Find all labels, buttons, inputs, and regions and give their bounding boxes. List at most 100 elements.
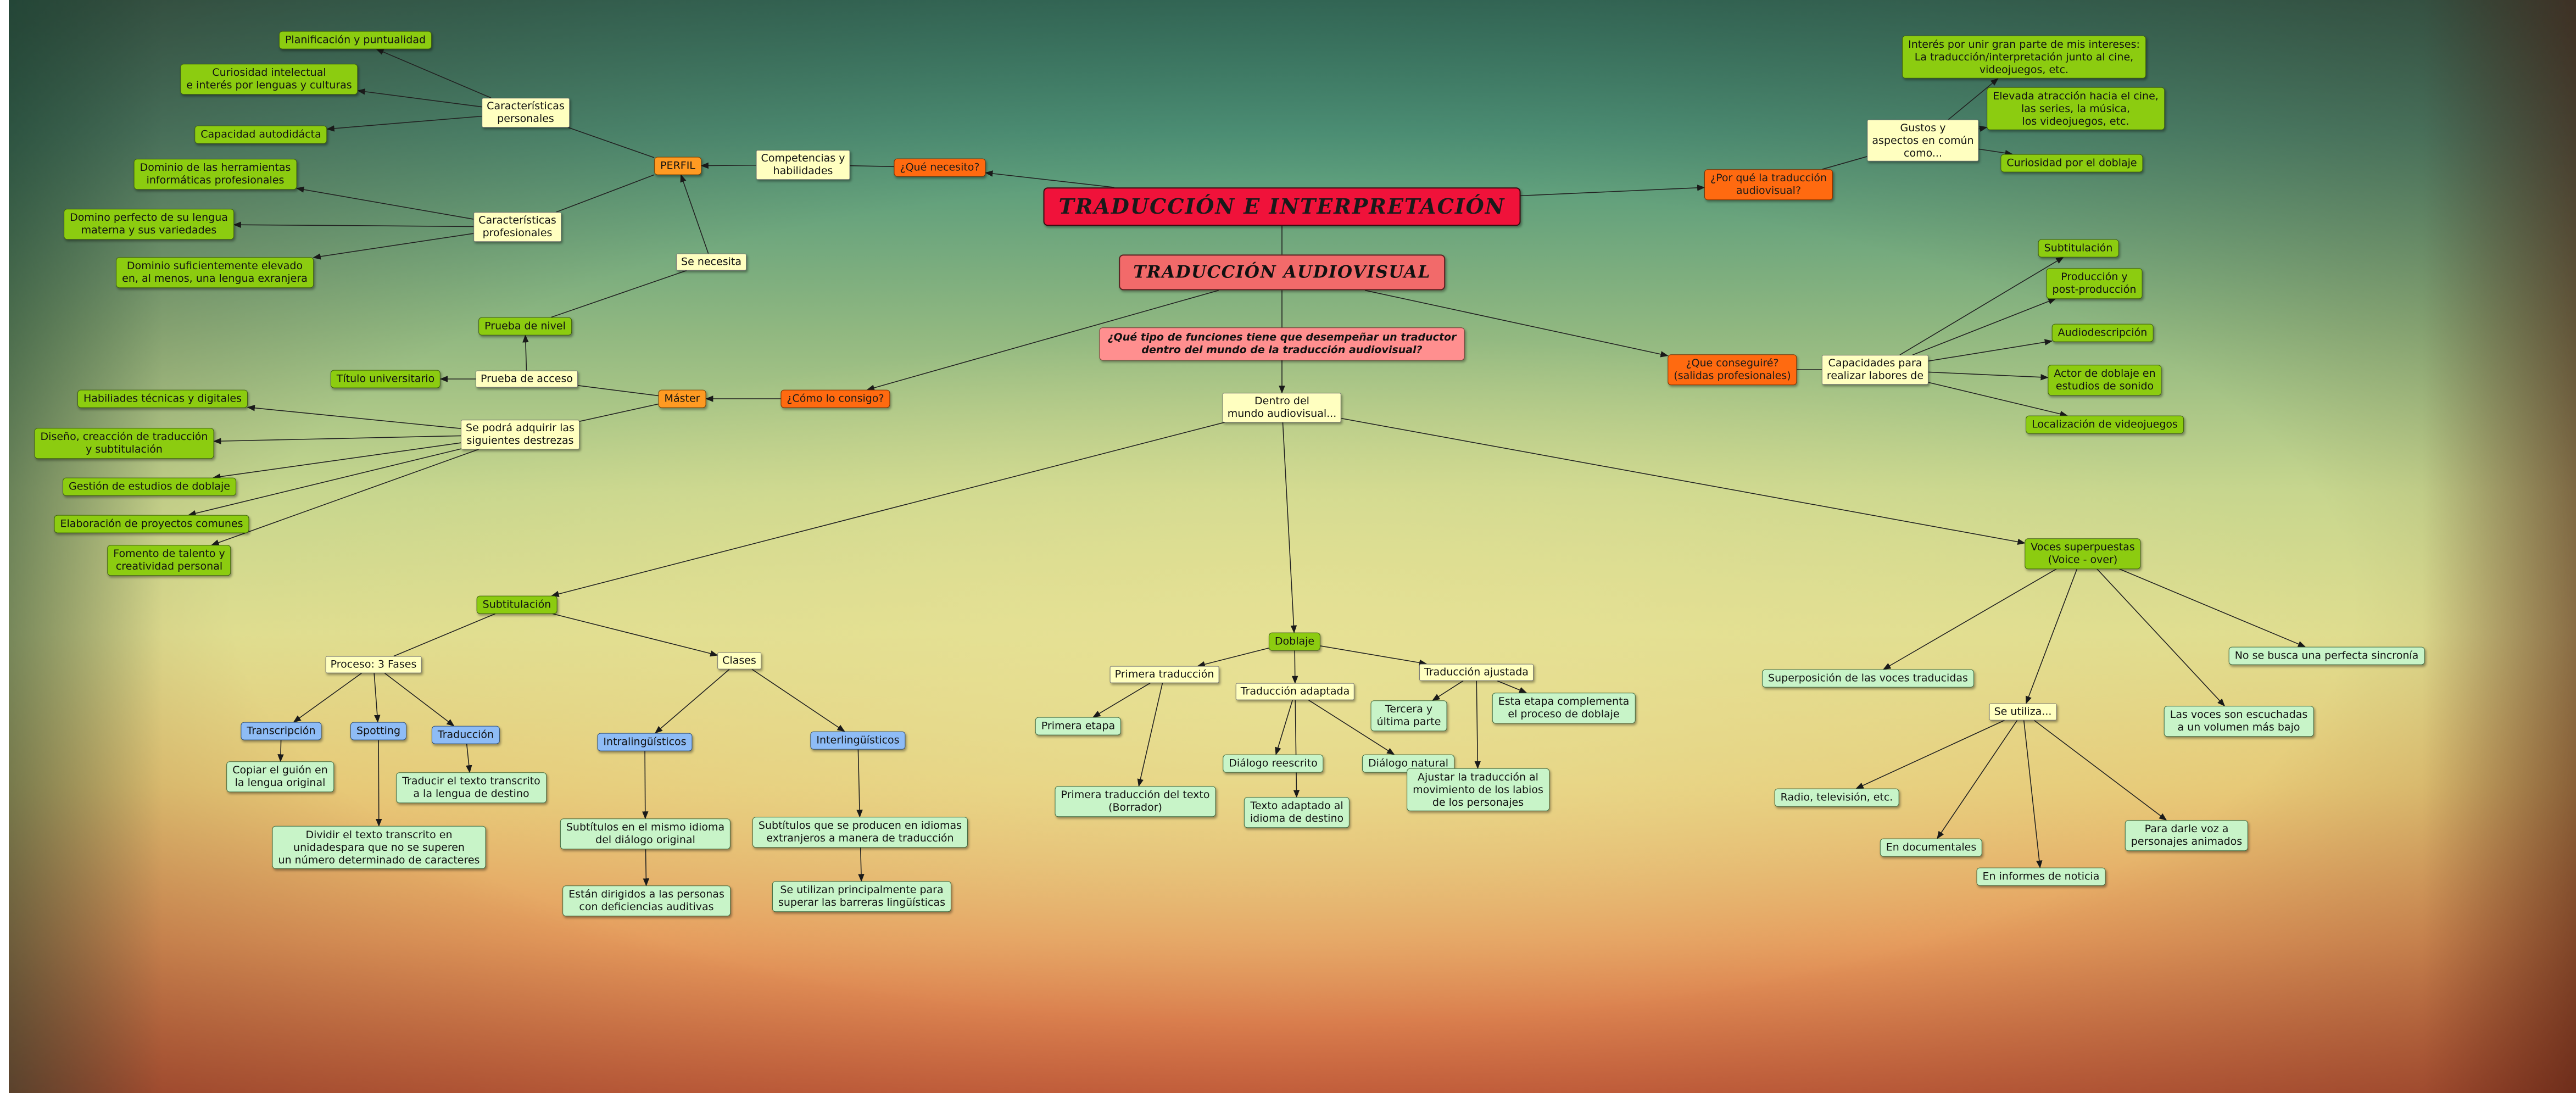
node-curiosidad-doblaje[interactable]: Curiosidad por el doblaje: [2000, 154, 2143, 172]
node-intra-desc2[interactable]: Están dirigidos a las personas con defic…: [562, 885, 731, 916]
node-gestion[interactable]: Gestión de estudios de doblaje: [63, 477, 236, 496]
connector-carac_personales-autodidacta: [326, 115, 482, 132]
connector-trad_adaptada-dialogo_natural: [1308, 699, 1395, 755]
node-se-necesita[interactable]: Se necesita: [676, 253, 746, 271]
node-localizacion[interactable]: Localización de videojuegos: [2026, 415, 2184, 434]
connector-carac_profesionales-lengua_extranjera: [313, 233, 474, 260]
connector-interlinguisticos-inter_desc: [856, 749, 863, 818]
node-como-consigo[interactable]: ¿Cómo lo consigo?: [780, 389, 890, 408]
node-documentales[interactable]: En documentales: [1880, 838, 1983, 857]
node-transcripcion[interactable]: Transcripción: [241, 722, 322, 740]
node-que-necesito[interactable]: ¿Qué necesito?: [894, 158, 986, 177]
connector-por_que-gustos: [1822, 156, 1867, 170]
connector-voces-superposicion: [1883, 568, 2057, 670]
node-diseno[interactable]: Diseño, creacción de traducción y subtit…: [34, 428, 214, 459]
connector-dentro-voces: [1341, 417, 2026, 545]
node-sincronia[interactable]: No se busca una perfecta sincronía: [2228, 646, 2425, 665]
node-clases[interactable]: Clases: [717, 652, 761, 670]
node-destrezas[interactable]: Se podrá adquirir las siguientes destrez…: [461, 420, 579, 449]
connector-doblaje-trad_ajustada: [1320, 645, 1428, 666]
node-audiodescripcion[interactable]: Audiodescripción: [2051, 324, 2154, 342]
node-que-conseguire[interactable]: ¿Que conseguiré? (salidas profesionales): [1668, 354, 1797, 385]
node-voces[interactable]: Voces superpuestas (Voice - over): [2025, 538, 2141, 569]
node-habilidades-tec[interactable]: Habiliades técnicas y digitales: [77, 389, 248, 408]
node-titulo-univ[interactable]: Título universitario: [330, 370, 441, 388]
node-intra-desc[interactable]: Subtítulos en el mismo idioma del diálog…: [560, 818, 731, 849]
connector-capacidades-subtitulacion_r: [1899, 257, 2064, 355]
node-proyectos[interactable]: Elaboración de proyectos comunes: [54, 515, 249, 533]
node-atraccion[interactable]: Elevada atracción hacia el cine, las ser…: [1987, 87, 2165, 131]
node-prueba-nivel[interactable]: Prueba de nivel: [478, 317, 572, 336]
node-volumen[interactable]: Las voces son escuchadas a un volumen má…: [2164, 706, 2314, 737]
node-curiosidad[interactable]: Curiosidad intelectual e interés por len…: [180, 64, 358, 94]
node-autodidacta[interactable]: Capacidad autodidácta: [194, 125, 327, 144]
node-animados[interactable]: Para darle voz a personajes animados: [2125, 820, 2249, 851]
node-radio[interactable]: Radio, televisión, etc.: [1774, 788, 1899, 807]
connector-perfil-carac_profesionales: [556, 174, 655, 213]
node-se-utiliza[interactable]: Se utiliza...: [1989, 703, 2057, 721]
node-competencias[interactable]: Competencias y habilidades: [756, 150, 850, 180]
node-borrador[interactable]: Primera traducción del texto (Borrador): [1055, 786, 1216, 817]
node-title[interactable]: TRADUCCIÓN E INTERPRETACIÓN: [1043, 187, 1521, 226]
node-herramientas[interactable]: Dominio de las herramientas informáticas…: [133, 159, 297, 189]
connector-se_utiliza-documentales: [1937, 720, 2018, 839]
connector-trad_ajustada-tercera_parte: [1432, 680, 1464, 701]
connector-lines: [188, 48, 2306, 887]
connector-clases-interlinguisticos: [751, 668, 845, 732]
node-carac-personales[interactable]: Características personales: [482, 98, 570, 127]
connector-primera_trad-primera_etapa: [1092, 682, 1151, 718]
node-actor[interactable]: Actor de doblaje en estudios de sonido: [2048, 365, 2162, 395]
node-planificacion[interactable]: Planificación y puntualidad: [278, 31, 432, 49]
node-dialogo-reescrito[interactable]: Diálogo reescrito: [1223, 754, 1324, 773]
connector-destrezas-habilidades_tec: [247, 405, 461, 430]
node-produccion[interactable]: Producción y post-producción: [2046, 268, 2143, 299]
node-inter-desc[interactable]: Subtítulos que se producen en idiomas ex…: [752, 817, 968, 848]
node-lengua-materna[interactable]: Domino perfecto de su lengua materna y s…: [64, 209, 234, 239]
node-intralinguisticos[interactable]: Intralingüísticos: [597, 733, 693, 751]
connector-traduccion-traducir_texto: [466, 744, 472, 773]
node-inter-desc2[interactable]: Se utilizan principalmente para superar …: [772, 881, 952, 912]
node-trad-adaptada[interactable]: Traducción adaptada: [1235, 683, 1355, 700]
node-copiar[interactable]: Copiar el guión en la lengua original: [226, 761, 334, 792]
node-subtitulacion-r[interactable]: Subtitulación: [2038, 239, 2119, 258]
connector-audiovisual-que_conseguire: [1364, 289, 1669, 358]
node-dentro[interactable]: Dentro del mundo audiovisual...: [1222, 393, 1342, 422]
node-funciones-question[interactable]: ¿Qué tipo de funciones tiene que desempe…: [1099, 327, 1465, 360]
connector-se_utiliza-radio: [1855, 720, 2005, 789]
node-interes[interactable]: Interés por unir gran parte de mis inter…: [1902, 35, 2146, 79]
node-capacidades[interactable]: Capacidades para realizar labores de: [1821, 355, 1929, 384]
node-primera-etapa[interactable]: Primera etapa: [1035, 717, 1122, 735]
node-prueba-acceso[interactable]: Prueba de acceso: [476, 370, 578, 388]
node-informes[interactable]: En informes de noticia: [1976, 867, 2106, 886]
connector-destrezas-proyectos: [188, 448, 461, 517]
node-por-que[interactable]: ¿Por qué la traducción audiovisual?: [1704, 169, 1833, 200]
node-complementa[interactable]: Esta etapa complementa el proceso de dob…: [1492, 693, 1636, 723]
node-fomento[interactable]: Fomento de talento y creatividad persona…: [107, 545, 231, 576]
node-lengua-extranjera[interactable]: Dominio suficientemente elevado en, al m…: [116, 257, 314, 288]
node-master[interactable]: Máster: [658, 389, 706, 408]
node-ajustar[interactable]: Ajustar la traducción al movimiento de l…: [1407, 768, 1549, 812]
connector-proceso-traduccion: [384, 672, 455, 727]
node-traducir-texto[interactable]: Traducir el texto transcrito a la lengua…: [396, 772, 547, 803]
node-perfil[interactable]: PERFIL: [654, 157, 701, 175]
node-tercera-parte[interactable]: Tercera y última parte: [1370, 700, 1447, 731]
node-dividir[interactable]: Dividir el texto transcrito en unidadesp…: [272, 826, 486, 869]
node-traduccion[interactable]: Traducción: [431, 726, 500, 744]
node-primera-trad[interactable]: Primera traducción: [1109, 666, 1219, 683]
connector-spotting-dividir: [375, 740, 382, 827]
node-subtitulacion[interactable]: Subtitulación: [476, 595, 557, 614]
node-superposicion[interactable]: Superposición de las voces traducidas: [1762, 669, 1974, 688]
node-doblaje[interactable]: Doblaje: [1268, 632, 1321, 651]
connector-que_necesito-competencias: [850, 165, 894, 168]
node-carac-profesionales[interactable]: Características profesionales: [473, 212, 561, 242]
node-spotting[interactable]: Spotting: [350, 722, 407, 740]
node-proceso[interactable]: Proceso: 3 Fases: [325, 656, 422, 673]
node-texto-adaptado[interactable]: Texto adaptado al idioma de destino: [1244, 797, 1350, 828]
node-trad-ajustada[interactable]: Traducción ajustada: [1419, 664, 1534, 681]
node-audiovisual[interactable]: TRADUCCIÓN AUDIOVISUAL: [1119, 254, 1445, 291]
node-gustos[interactable]: Gustos y aspectos en común como...: [1867, 119, 1979, 162]
connector-voces-se_utiliza: [2026, 568, 2078, 704]
connector-gustos-curiosidad_doblaje: [1978, 148, 2014, 157]
connector-inter_desc-inter_desc2: [858, 847, 865, 882]
node-interlinguisticos[interactable]: Interlingüísticos: [810, 731, 906, 750]
